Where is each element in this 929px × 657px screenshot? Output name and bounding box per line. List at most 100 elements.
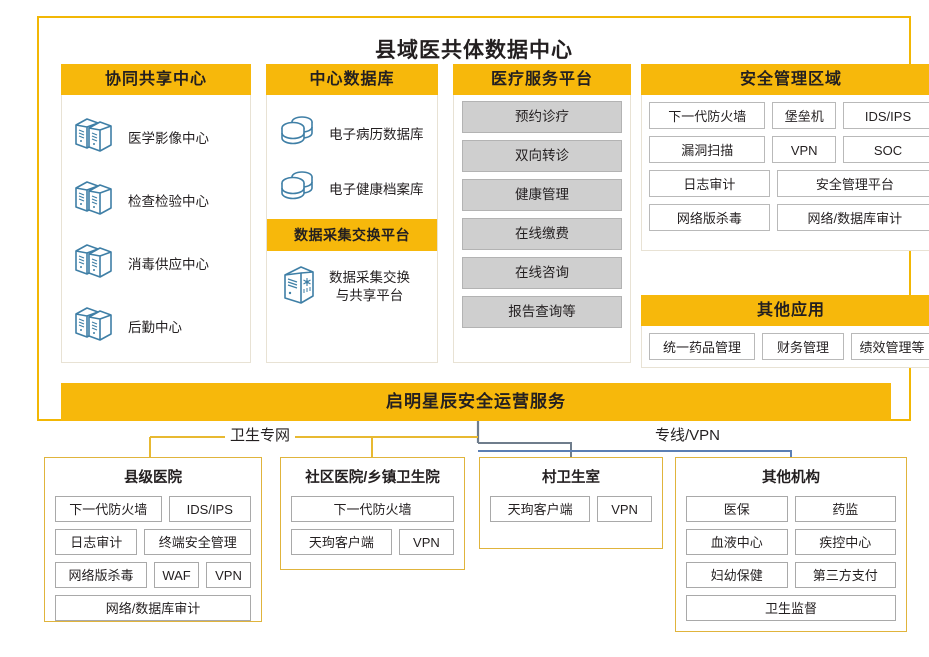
institution-row: 妇幼保健 第三方支付 [686,562,896,588]
list-item[interactable]: 后勤中心 [62,294,250,357]
institution-item[interactable]: VPN [398,529,454,555]
panel-collaboration-center: 协同共享中心 [61,64,251,363]
list-item[interactable]: 医学影像中心 [62,105,250,168]
security-item[interactable]: VPN [772,136,836,163]
service-button[interactable]: 预约诊疗 [462,101,622,133]
institution-community-hospital: 社区医院/乡镇卫生院 下一代防火墙 天玽客户端 VPN [280,457,465,570]
list-item-label: 电子健康档案库 [329,181,424,197]
server-stack-icon [72,303,116,348]
list-item[interactable]: 电子健康档案库 [267,160,437,215]
database-icon [277,166,319,209]
panel-other-apps-title: 其他应用 [641,295,929,326]
other-apps-row: 统一药品管理 财务管理 绩效管理等 [649,333,929,360]
gateway-label-line2: 与共享平台 [335,288,404,303]
institution-item[interactable]: 天玽客户端 [490,496,591,522]
service-button[interactable]: 双向转诊 [462,140,622,172]
panel-central-database-body: 电子病历数据库 [266,95,438,363]
service-button[interactable]: 健康管理 [462,179,622,211]
security-item[interactable]: IDS/IPS [843,102,929,129]
institution-item[interactable]: 第三方支付 [794,562,896,588]
list-item-label: 检查检验中心 [128,193,209,209]
security-operations-band: 启明星辰安全运营服务 [61,383,891,421]
institution-item[interactable]: IDS/IPS [168,496,251,522]
security-item[interactable]: SOC [843,136,929,163]
security-item[interactable]: 安全管理平台 [776,170,929,197]
security-item[interactable]: 日志审计 [649,170,770,197]
service-button[interactable]: 在线缴费 [462,218,622,250]
institution-item[interactable]: WAF [154,562,200,588]
panel-security-zone-title: 安全管理区域 [641,64,929,95]
institution-row: 日志审计 终端安全管理 [55,529,251,555]
institution-item[interactable]: 天玽客户端 [291,529,392,555]
institution-item[interactable]: 疾控中心 [794,529,896,555]
list-item[interactable]: 消毒供应中心 [62,231,250,294]
institution-item[interactable]: 妇幼保健 [686,562,788,588]
institution-item[interactable]: 下一代防火墙 [291,496,454,522]
security-item[interactable]: 下一代防火墙 [649,102,766,129]
institution-row: 医保 药监 [686,496,896,522]
sub-panel-title-data-exchange: 数据采集交换平台 [267,219,437,251]
other-app-item[interactable]: 统一药品管理 [649,333,755,360]
page-title: 县域医共体数据中心 [375,39,573,62]
institution-item[interactable]: 药监 [794,496,896,522]
network-label-vpn: 专线/VPN [650,424,726,445]
institution-title: 其他机构 [762,470,820,486]
gateway-label-line1: 数据采集交换 [329,269,410,285]
institution-item[interactable]: 卫生监督 [686,595,896,621]
institution-item[interactable]: 网络/数据库审计 [55,595,251,621]
server-stack-icon [72,177,116,222]
institution-item[interactable]: 网络版杀毒 [55,562,148,588]
institution-title: 社区医院/乡镇卫生院 [305,470,440,486]
institution-row: 下一代防火墙 IDS/IPS [55,496,251,522]
list-item-label: 电子病历数据库 [329,126,424,142]
panel-central-database-title: 中心数据库 [266,64,438,95]
institution-item[interactable]: VPN [597,496,652,522]
institution-other-orgs: 其他机构 医保 药监 血液中心 疾控中心 妇幼保健 第三方支付 卫生监督 [675,457,907,632]
list-item[interactable]: 检查检验中心 [62,168,250,231]
list-item-label: 数据采集交换 与共享平台 [329,269,410,305]
list-item[interactable]: 数据采集交换 与共享平台 [267,251,437,323]
institution-item[interactable]: 血液中心 [686,529,788,555]
data-gateway-icon [279,263,319,312]
institution-item[interactable]: 下一代防火墙 [55,496,162,522]
panel-collaboration-body: 医学影像中心 [61,95,251,363]
server-stack-icon [72,240,116,285]
service-button[interactable]: 在线咨询 [462,257,622,289]
institution-item[interactable]: 医保 [686,496,788,522]
institution-row: 卫生监督 [686,595,896,621]
security-item[interactable]: 网络/数据库审计 [776,204,929,231]
institution-row: 天玽客户端 VPN [291,529,454,555]
institution-item[interactable]: 终端安全管理 [144,529,251,555]
security-item[interactable]: 堡垒机 [772,102,836,129]
panel-collaboration-title: 协同共享中心 [61,64,251,95]
panel-central-database: 中心数据库 [266,64,438,363]
other-app-item[interactable]: 财务管理 [762,333,844,360]
institution-county-hospital: 县级医院 下一代防火墙 IDS/IPS 日志审计 终端安全管理 网络版杀毒 WA… [44,457,262,622]
institution-item[interactable]: 日志审计 [55,529,138,555]
institution-row: 血液中心 疾控中心 [686,529,896,555]
list-item[interactable]: 电子病历数据库 [267,105,437,160]
list-item-label: 医学影像中心 [128,130,209,146]
panel-other-apps-body: 统一药品管理 财务管理 绩效管理等 [641,326,929,368]
security-item[interactable]: 网络版杀毒 [649,204,770,231]
institution-row: 天玽客户端 VPN [490,496,652,522]
security-row: 漏洞扫描 VPN SOC [649,136,929,163]
security-row: 日志审计 安全管理平台 [649,170,929,197]
institution-row: 网络/数据库审计 [55,595,251,621]
security-row: 下一代防火墙 堡垒机 IDS/IPS [649,102,929,129]
institution-item[interactable]: VPN [206,562,251,588]
list-item-label: 后勤中心 [128,319,182,335]
institution-row: 网络版杀毒 WAF VPN [55,562,251,588]
institution-title: 县级医院 [124,470,182,486]
security-row: 网络版杀毒 网络/数据库审计 [649,204,929,231]
panel-security-zone: 安全管理区域 下一代防火墙 堡垒机 IDS/IPS 漏洞扫描 VPN SOC 日… [641,64,929,251]
data-center-frame: 县域医共体数据中心 协同共享中心 [37,16,929,421]
service-button[interactable]: 报告查询等 [462,296,622,328]
wire-drop-village [478,442,572,457]
server-stack-icon [72,114,116,159]
database-icon [277,111,319,154]
security-item[interactable]: 漏洞扫描 [649,136,766,163]
institution-village-clinic: 村卫生室 天玽客户端 VPN [479,457,663,549]
other-app-item[interactable]: 绩效管理等 [851,333,929,360]
institution-row: 下一代防火墙 [291,496,454,522]
